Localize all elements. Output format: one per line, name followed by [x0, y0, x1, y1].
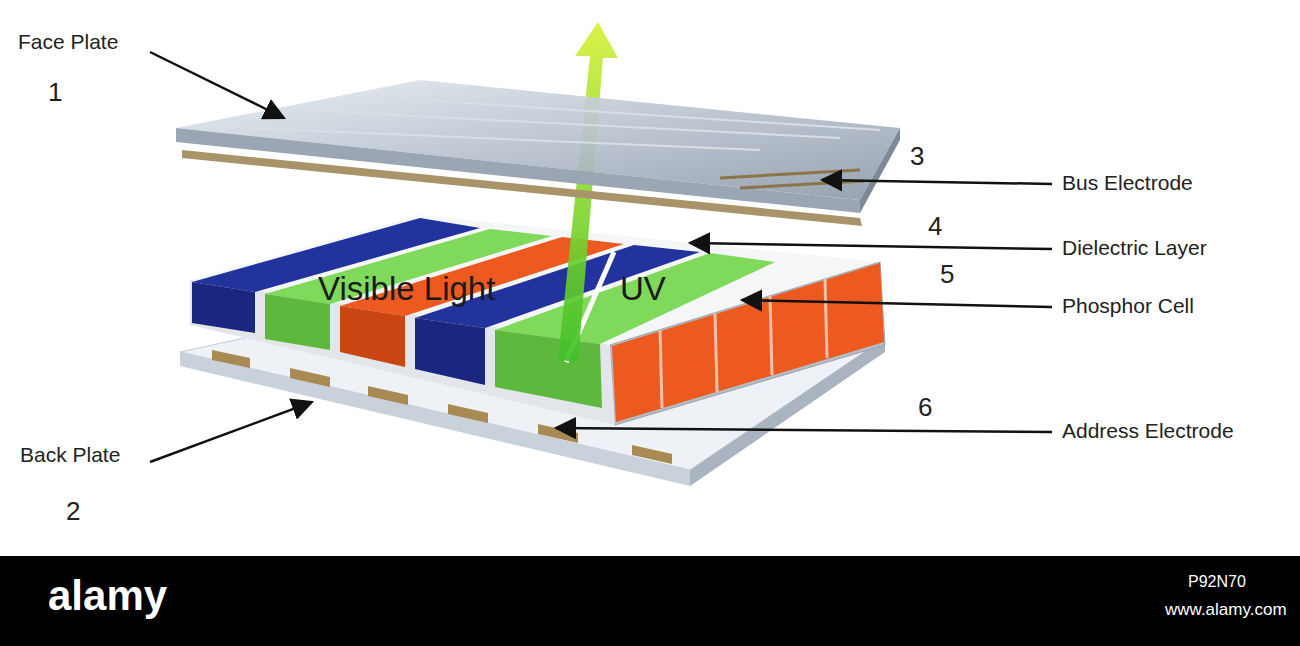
address-electrode-strip: [632, 445, 672, 464]
part-name: Back Plate: [20, 443, 120, 467]
face-plate-side: [860, 128, 900, 213]
callout-number: 6: [918, 393, 932, 423]
phosphor-cells: [190, 215, 885, 425]
bus-electrodes: [720, 170, 864, 188]
cell-wall: [770, 296, 772, 375]
light-label: UV: [620, 270, 666, 308]
part-name: Dielectric Layer: [1062, 236, 1207, 260]
leader-arrow: [690, 243, 1052, 249]
bus-electrode-strip: [740, 181, 864, 188]
address-electrode-strip: [368, 386, 408, 405]
callout-number: 5: [940, 260, 954, 290]
callout-number: 4: [928, 212, 942, 242]
watermark: www.alamy.com: [1165, 600, 1287, 620]
address-electrode-strip: [448, 404, 488, 423]
blue-phosphor: [192, 282, 255, 333]
glass-streaks: [250, 96, 880, 150]
red-phosphor: [340, 306, 405, 367]
cell-wall: [715, 313, 717, 392]
leader-arrow: [742, 300, 1052, 307]
watermark: alamy: [48, 572, 167, 620]
light-label: Visible Light: [318, 270, 495, 308]
address-electrode-strip: [212, 350, 250, 368]
leader-arrow: [150, 52, 284, 118]
callout-number: 2: [66, 497, 80, 527]
address-electrode-strip: [290, 368, 330, 387]
green-phosphor: [495, 330, 602, 408]
callout-number: 3: [910, 142, 924, 172]
part-name: Face Plate: [18, 30, 118, 54]
watermark: P92N70: [1188, 573, 1246, 591]
leader-arrow: [822, 180, 1052, 184]
leader-arrows: [150, 52, 1052, 462]
glass-streak: [360, 96, 880, 130]
bus-electrode-strip: [720, 170, 860, 178]
red-phosphor: [612, 263, 884, 422]
cell-wall: [660, 330, 662, 408]
callout-number: 1: [48, 78, 62, 108]
part-name: Address Electrode: [1062, 419, 1234, 443]
blue-phosphor: [415, 318, 485, 385]
cell-walls: [660, 279, 827, 408]
face-plate: [176, 80, 900, 213]
glass-streak: [300, 110, 840, 138]
cell-wall: [825, 279, 827, 358]
part-name: Phosphor Cell: [1062, 294, 1194, 318]
leader-arrow: [556, 428, 1052, 432]
face-plate-edge: [176, 128, 860, 213]
cell-side: [610, 262, 885, 425]
glass-streak: [250, 128, 760, 150]
leader-arrow: [150, 402, 312, 462]
watermark-bar: [0, 556, 1300, 646]
part-name: Bus Electrode: [1062, 171, 1193, 195]
